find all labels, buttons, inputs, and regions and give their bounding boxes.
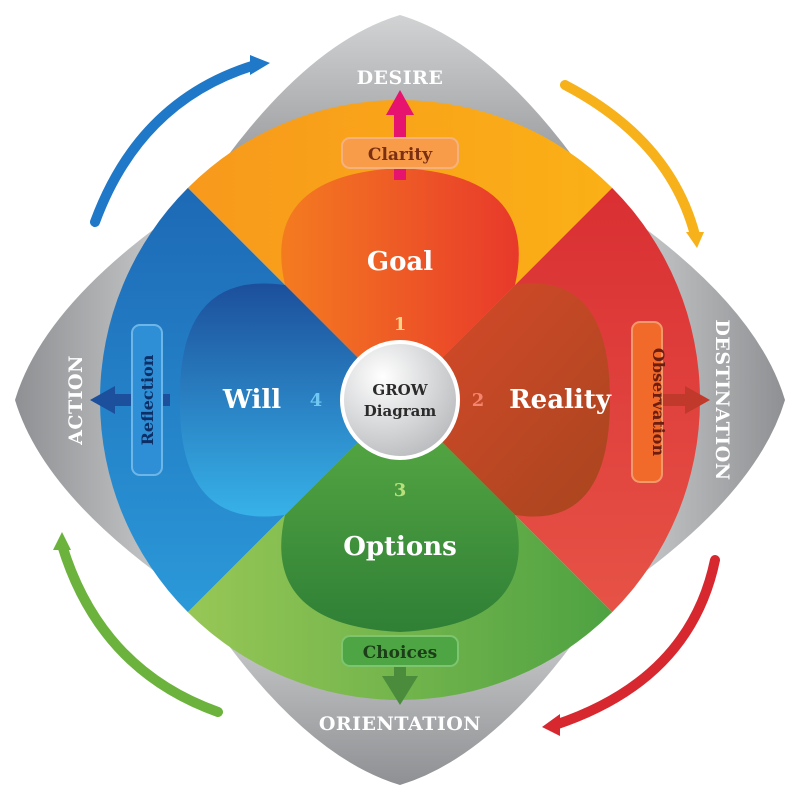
outer-label-desire: DESIRE (357, 67, 444, 89)
cycle-arrow-yellow (560, 80, 700, 240)
reality-number: 2 (472, 390, 485, 411)
options-title: Options (343, 532, 457, 562)
center-label-line2: Diagram (364, 402, 437, 420)
badge-choices-label: Choices (363, 643, 437, 663)
options-number: 3 (394, 480, 407, 501)
outer-label-orientation: ORIENTATION (319, 713, 481, 735)
lobe-options (281, 400, 519, 632)
lobe-will (179, 283, 400, 517)
goal-number: 1 (394, 314, 407, 335)
will-title: Will (222, 385, 281, 415)
center-circle[interactable] (340, 340, 460, 460)
goal-title: Goal (367, 247, 433, 277)
will-number: 4 (310, 390, 323, 411)
outer-label-destination: DESTINATION (711, 319, 733, 480)
badge-observation: Observation (631, 321, 668, 483)
reality-title: Reality (509, 385, 612, 415)
badge-observation-label: Observation (649, 348, 668, 457)
badge-reflection: Reflection (131, 324, 163, 476)
lobe-goal (281, 168, 519, 400)
cycle-arrow-red (550, 555, 720, 730)
lobe-reality (400, 283, 610, 517)
badge-reflection-label: Reflection (138, 354, 157, 445)
badge-clarity: Clarity (341, 137, 459, 169)
outer-label-action: ACTION (65, 355, 87, 446)
badge-clarity-label: Clarity (368, 145, 433, 165)
center-label-line1: GROW (372, 381, 428, 399)
badge-choices: Choices (341, 635, 459, 667)
cycle-arrow-blue (90, 60, 260, 227)
cycle-arrow-green (57, 540, 223, 717)
